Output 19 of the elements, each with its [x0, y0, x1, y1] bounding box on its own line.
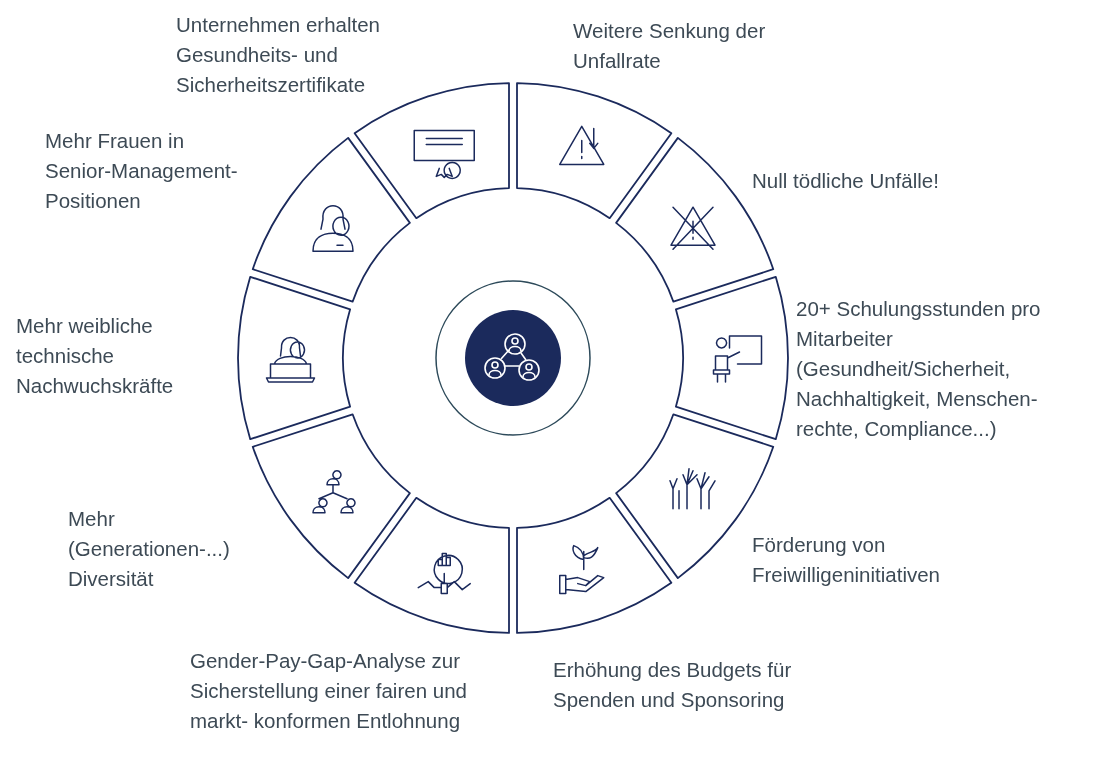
caption-text: Weitere Senkung der Unfallrate [573, 18, 767, 74]
ring-segment [516, 496, 673, 634]
caption-text: Null tödliche Unfälle! [752, 168, 940, 194]
inner-ring [435, 280, 591, 436]
ring-segment [251, 413, 411, 579]
ring-segment [251, 137, 411, 303]
caption-text: Förderung von Freiwilligeninitiativen [752, 532, 941, 588]
ring-segment [674, 275, 789, 441]
ring-segment [516, 82, 673, 220]
caption-text: Unternehmen erhalten Gesundheits- und Sicherheitszertifikate [176, 12, 381, 98]
caption-text: 20+ Schulungsstunden pro Mitarbeiter (Gesundheit/Sicherheit, Nachhaltigkeit, Menschen- rechte, Compliance...) [796, 296, 1042, 442]
caption-text: Erhöhung des Budgets für Spenden und Sponsoring [553, 657, 793, 713]
ring-segment [353, 496, 510, 634]
ring-segment [237, 275, 352, 441]
caption-text: Mehr weibliche technische Nachwuchskräfte [16, 313, 175, 399]
caption-text: Gender-Pay-Gap-Analyse zur Sicherstellung einer fairen und markt- konformen Entlohnung [190, 648, 468, 734]
caption-text: Mehr Frauen in Senior-Management- Positionen [45, 128, 239, 214]
caption-text: Mehr (Generationen-...) Diversität [68, 506, 231, 592]
center-disc [465, 310, 561, 406]
